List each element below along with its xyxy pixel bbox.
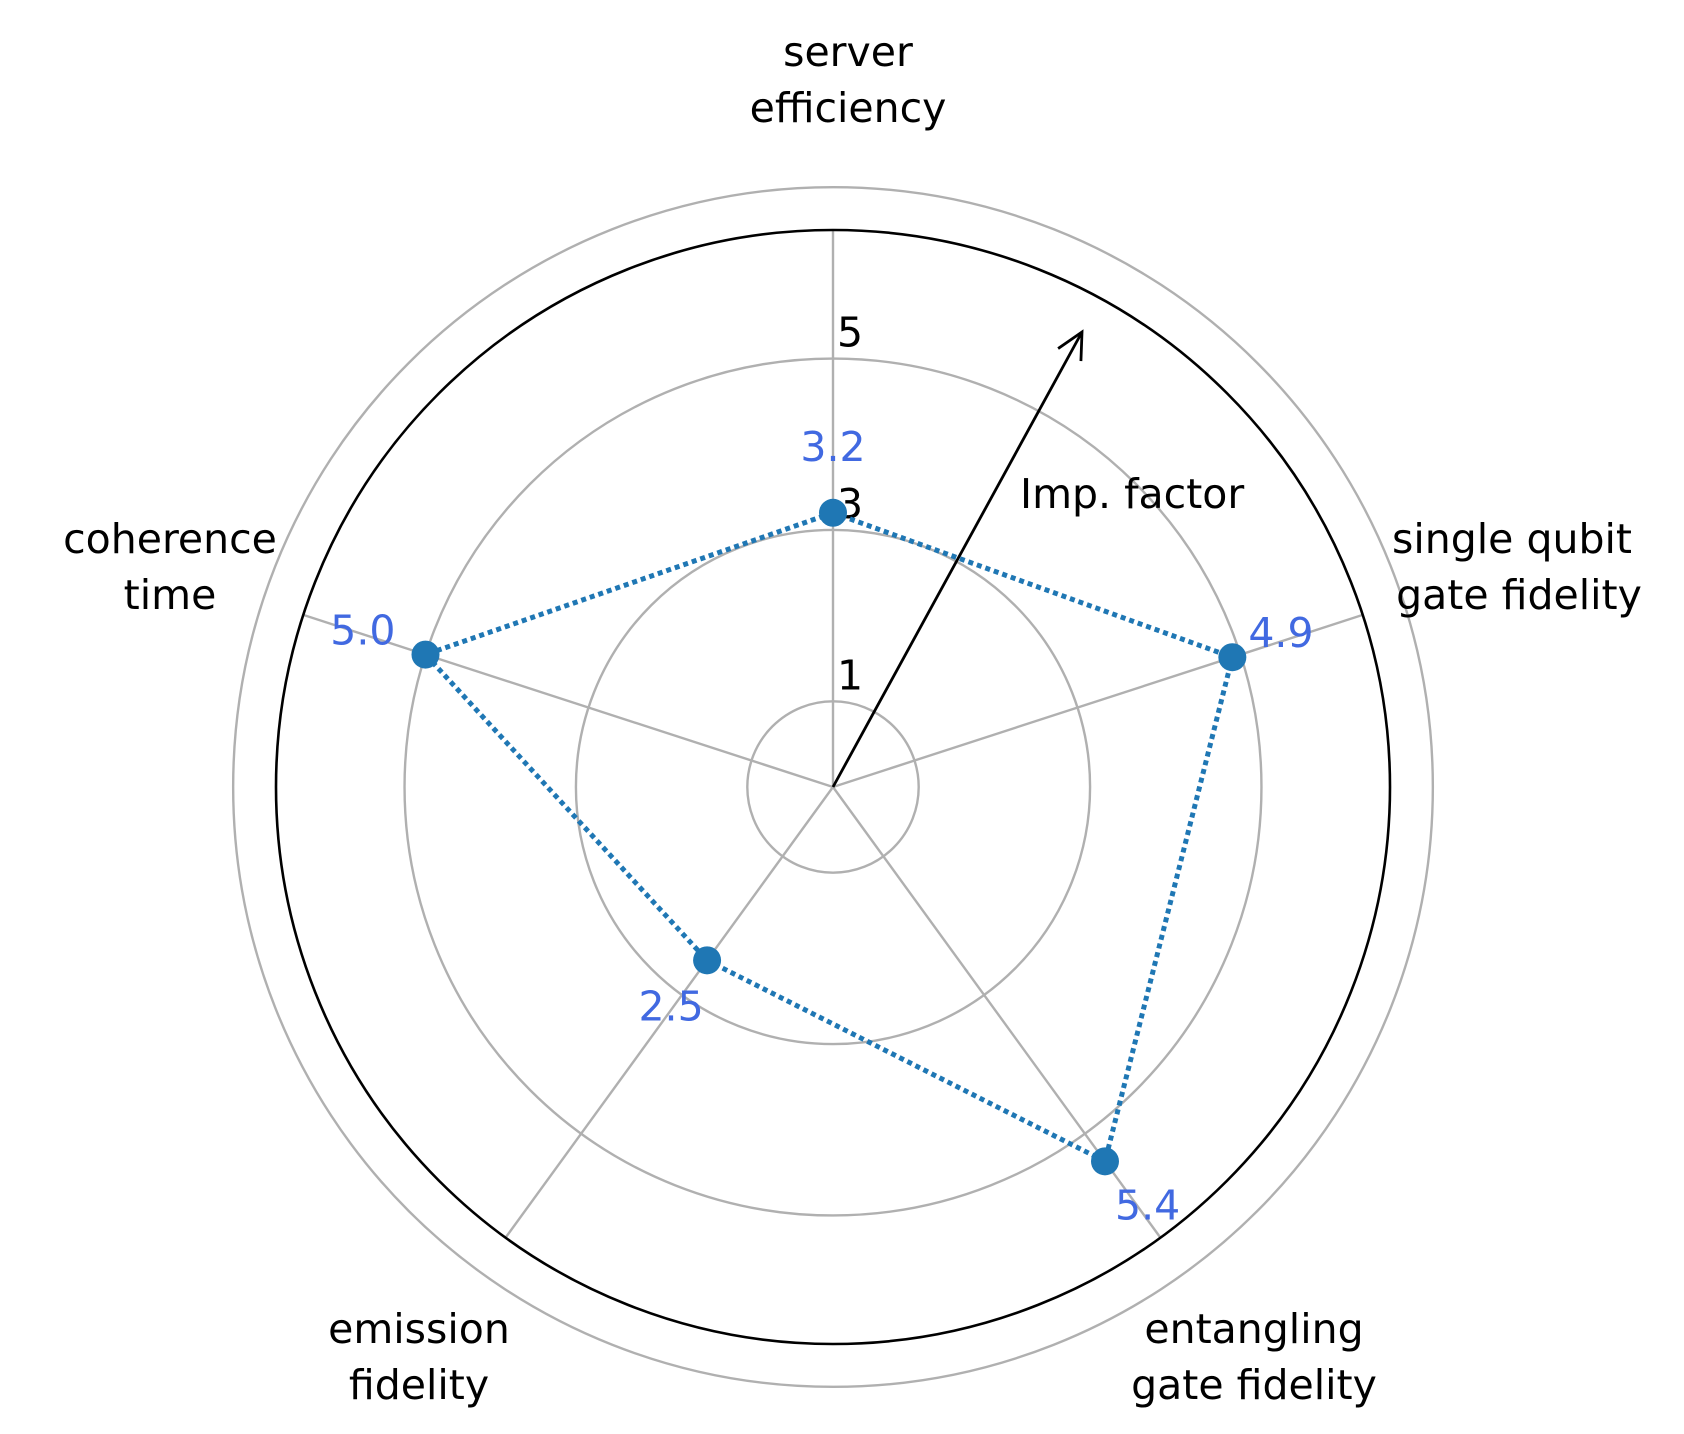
spoke-1: [832, 613, 1364, 789]
radial-tick-label-2: 5: [837, 309, 863, 357]
importance-arrow-annotation: Imp. factor: [831, 329, 1244, 788]
value-label-3: 2.5: [638, 982, 703, 1030]
data-point-4: [411, 640, 440, 669]
radial-tick-label-0: 1: [837, 651, 863, 699]
spoke-3: [504, 786, 834, 1239]
value-label-4: 5.0: [330, 607, 395, 655]
value-label-2: 5.4: [1115, 1181, 1180, 1229]
data-point-1: [1218, 643, 1247, 672]
data-point-3: [693, 946, 722, 975]
value-label-1: 4.9: [1248, 609, 1313, 657]
series-line: [421, 510, 1236, 1166]
data-point-0: [819, 498, 847, 527]
data-point-2: [1090, 1147, 1119, 1176]
axis-spokes: [302, 230, 1364, 1239]
spoke-4: [302, 613, 834, 789]
grid-ring-3: [231, 185, 1435, 1389]
annotation-arrow-shaft: [831, 331, 1084, 788]
polar-frame: [274, 228, 1392, 1346]
value-label-0: 3.2: [800, 423, 865, 471]
annotation-label: Imp. factor: [1020, 470, 1244, 518]
series-layer: 3.2 4.9 5.4 2.5 5.0: [330, 423, 1313, 1230]
annotation-arrow-head: [1057, 329, 1084, 362]
